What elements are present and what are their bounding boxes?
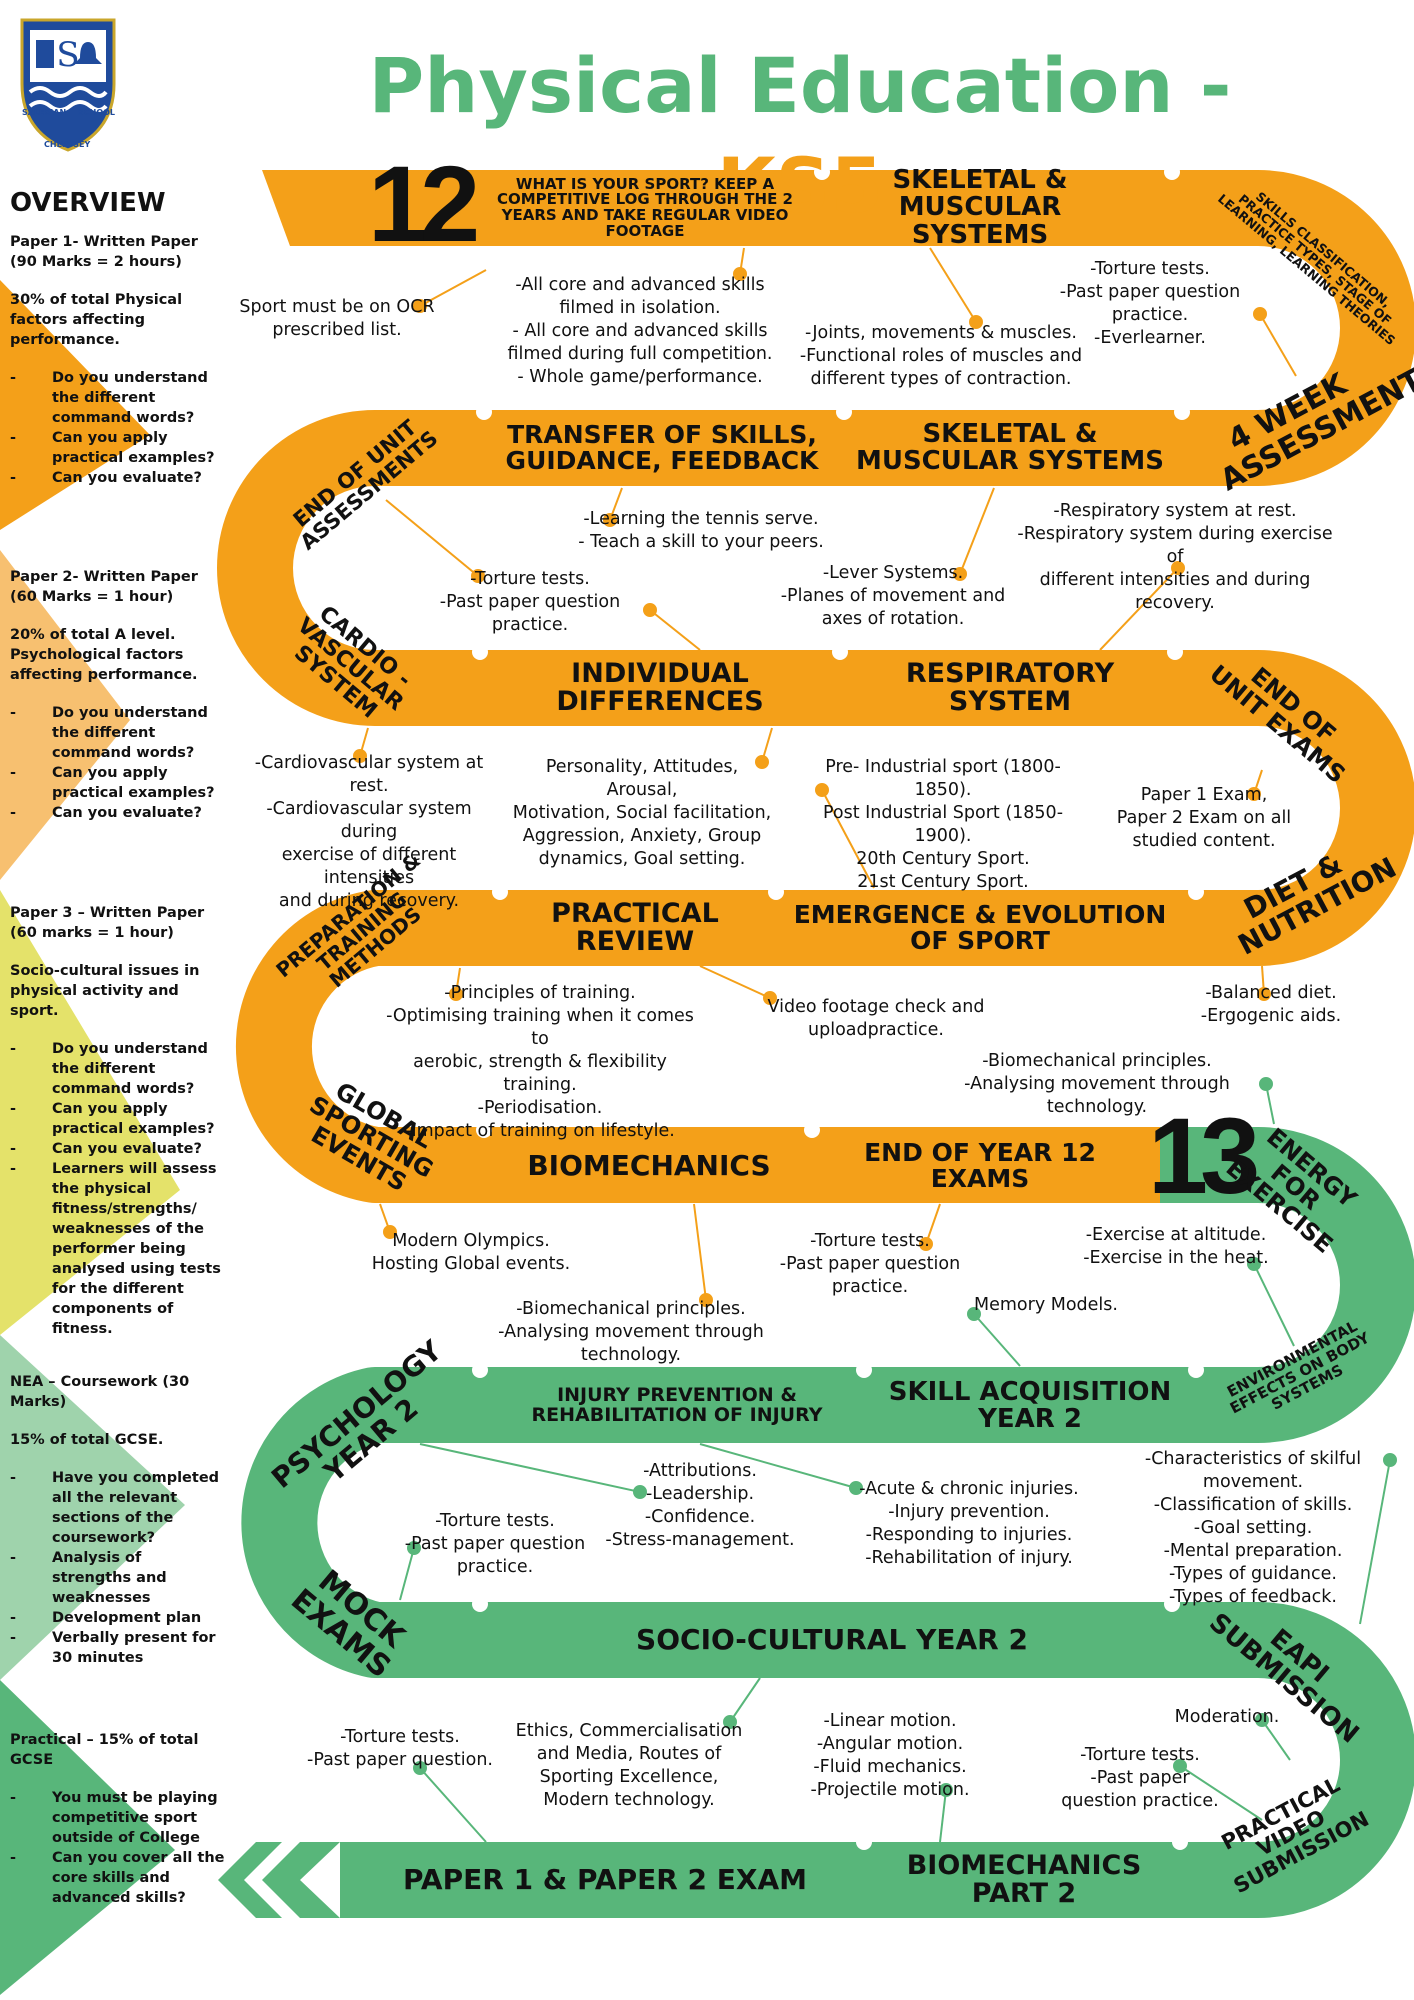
nea-weight: 15% of total GCSE.	[10, 1432, 164, 1448]
segment-individual-differences: INDIVIDUAL DIFFERENCES	[556, 657, 764, 717]
note-torture-3: -Torture tests. -Past paper question pra…	[779, 1231, 961, 1297]
nea-title: NEA – Coursework (30 Marks)	[10, 1374, 190, 1410]
segment-transfer-of-skills: TRANSFER OF SKILLS, GUIDANCE, FEEDBACK	[505, 419, 819, 475]
segment-skeletal-muscular-1: SKELETAL & MUSCULAR SYSTEMS	[892, 165, 1068, 250]
paper2-item: Can you apply practical examples?	[10, 763, 225, 803]
note-tennis: -Learning the tennis serve. - Teach a sk…	[578, 509, 824, 552]
paper2-item: Can you evaluate?	[10, 803, 225, 823]
note-altitude: -Exercise at altitude. -Exercise in the …	[1083, 1225, 1269, 1268]
road-end-chevron-1	[262, 1842, 340, 1918]
road-start-arrow	[262, 170, 400, 246]
title-main: Physical Education	[368, 41, 1174, 130]
note-torture-2: -Torture tests. -Past paper question pra…	[439, 569, 621, 635]
paper1-item: Can you apply practical examples?	[10, 428, 225, 468]
school-crest-logo: S	[20, 18, 116, 152]
note-principles-training: -Principles of training. -Optimising tra…	[386, 983, 694, 1141]
sidebar-nea: NEA – Coursework (30 Marks) 15% of total…	[10, 1372, 225, 1668]
nea-item: Have you completed all the relevant sect…	[10, 1468, 225, 1548]
segment-paper-1-paper-2-exam: PAPER 1 & PAPER 2 EXAM	[402, 1863, 808, 1897]
paper3-item: Can you apply practical examples?	[10, 1099, 225, 1139]
note-core-skills: -All core and advanced skills filmed in …	[507, 275, 773, 387]
note-cardiovascular: -Cardiovascular system at rest. -Cardiov…	[254, 753, 484, 911]
segment-biomechanics: BIOMECHANICS	[527, 1149, 771, 1183]
paper1-weight: 30% of total Physical factors affecting …	[10, 292, 183, 348]
year-12-number: 12	[368, 143, 480, 264]
note-biomechanics-b: -Biomechanical principles. -Analysing mo…	[498, 1299, 764, 1365]
note-diet: -Balanced diet. -Ergogenic aids.	[1200, 983, 1342, 1026]
note-attributions: -Attributions. -Leadership. -Confidence.…	[605, 1461, 795, 1550]
paper2-item: Do you understand the different command …	[10, 703, 225, 763]
logo-text-bottom: CHERTSEY	[44, 140, 91, 149]
paper1-item: Can you evaluate?	[10, 468, 225, 488]
logo-text-top: SALESIAN	[22, 108, 67, 117]
note-torture-5: -Torture tests. -Past paper question pra…	[1061, 1745, 1219, 1811]
note-personality: Personality, Attitudes, Arousal, Motivat…	[512, 757, 772, 869]
segment-socio-cultural-year-2: SOCIO-CULTURAL YEAR 2	[636, 1623, 1028, 1657]
practical-item: Can you cover all the core skills and ad…	[10, 1848, 225, 1908]
road-end-chevron-2	[218, 1842, 282, 1918]
note-biomechanics-13: -Biomechanical principles. -Analysing mo…	[964, 1051, 1230, 1117]
overview-heading: OVERVIEW	[10, 188, 166, 218]
note-exam-content: Paper 1 Exam, Paper 2 Exam on all studie…	[1116, 785, 1292, 851]
segment-end-of-year-12-exams: END OF YEAR 12 EXAMS	[864, 1137, 1096, 1193]
note-torture-1: -Torture tests. -Past paper question pra…	[1059, 259, 1241, 348]
segment-injury-prevention: INJURY PREVENTION & REHABILITATION OF IN…	[531, 1384, 823, 1426]
segment-respiratory-system: RESPIRATORY SYSTEM	[905, 657, 1115, 717]
note-memory-models: Memory Models.	[974, 1295, 1118, 1315]
year-13-number: 13	[1148, 1095, 1260, 1216]
sidebar-paper1: Paper 1- Written Paper (90 Marks = 2 hou…	[10, 232, 225, 488]
nea-item: Verbally present for 30 minutes	[10, 1628, 225, 1668]
nea-item: Development plan	[10, 1608, 225, 1628]
note-moderation: Moderation.	[1174, 1707, 1280, 1727]
practical-title: Practical – 15% of total GCSE	[10, 1732, 199, 1768]
svg-text:S: S	[56, 35, 79, 75]
note-ocr: Sport must be on OCR prescribed list.	[239, 297, 435, 340]
segment-biomechanics-part-2: BIOMECHANICS PART 2	[906, 1849, 1142, 1909]
paper3-item: Do you understand the different command …	[10, 1039, 225, 1099]
practical-item: You must be playing competitive sport ou…	[10, 1788, 225, 1848]
note-respiratory: -Respiratory system at rest. -Respirator…	[1017, 501, 1333, 613]
title-dash: -	[1173, 41, 1232, 130]
note-skilful-movement: -Characteristics of skilful movement. -C…	[1144, 1449, 1362, 1607]
paper2-title: Paper 2- Written Paper (60 Marks = 1 hou…	[10, 569, 198, 605]
note-video-footage: Video footage check and uploadpractice.	[767, 997, 985, 1040]
note-olympics: Modern Olympics. Hosting Global events.	[371, 1231, 571, 1274]
paper3-title: Paper 3 – Written Paper (60 marks = 1 ho…	[10, 905, 205, 941]
sidebar-paper3: Paper 3 – Written Paper (60 marks = 1 ho…	[10, 903, 225, 1339]
paper1-item: Do you understand the different command …	[10, 368, 225, 428]
paper3-weight: Socio-cultural issues in physical activi…	[10, 963, 200, 1019]
paper3-item: Learners will assess the physical fitnes…	[10, 1159, 225, 1339]
sidebar-paper2: Paper 2- Written Paper (60 Marks = 1 hou…	[10, 567, 225, 823]
segment-intro: WHAT IS YOUR SPORT? KEEP A COMPETITIVE L…	[497, 174, 793, 240]
note-linear-motion: -Linear motion. -Angular motion. -Fluid …	[810, 1711, 970, 1800]
segment-skill-acquisition-year-2: SKILL ACQUISITION YEAR 2	[888, 1376, 1172, 1434]
sidebar-practical: Practical – 15% of total GCSE You must b…	[10, 1730, 225, 1908]
nea-item: Analysis of strengths and weaknesses	[10, 1548, 225, 1608]
page-title: Physical Education - KS5	[300, 36, 1300, 236]
paper1-title: Paper 1- Written Paper (90 Marks = 2 hou…	[10, 234, 198, 270]
segment-practical-review: PRACTICAL REVIEW	[551, 897, 719, 957]
note-torture-4: -Torture tests. -Past paper question pra…	[404, 1511, 586, 1577]
note-lever-systems: -Lever Systems. -Planes of movement and …	[780, 563, 1006, 629]
note-ethics: Ethics, Commercialisation and Media, Rou…	[515, 1721, 743, 1810]
title-level: KS5	[716, 141, 884, 230]
note-injuries: -Acute & chronic injuries. -Injury preve…	[859, 1479, 1079, 1568]
note-torture-6: -Torture tests. -Past paper question.	[307, 1727, 493, 1770]
note-history-of-sport: Pre- Industrial sport (1800-1850). Post …	[822, 757, 1064, 892]
logo-text-right: SCHOOL	[78, 108, 116, 117]
paper2-weight: 20% of total A level. Psychological fact…	[10, 627, 198, 683]
paper3-item: Can you evaluate?	[10, 1139, 225, 1159]
segment-emergence-evolution: EMERGENCE & EVOLUTION OF SPORT	[793, 899, 1167, 955]
note-joints: -Joints, movements & muscles. -Functiona…	[799, 323, 1083, 389]
segment-skeletal-muscular-2: SKELETAL & MUSCULAR SYSTEMS	[855, 418, 1165, 476]
